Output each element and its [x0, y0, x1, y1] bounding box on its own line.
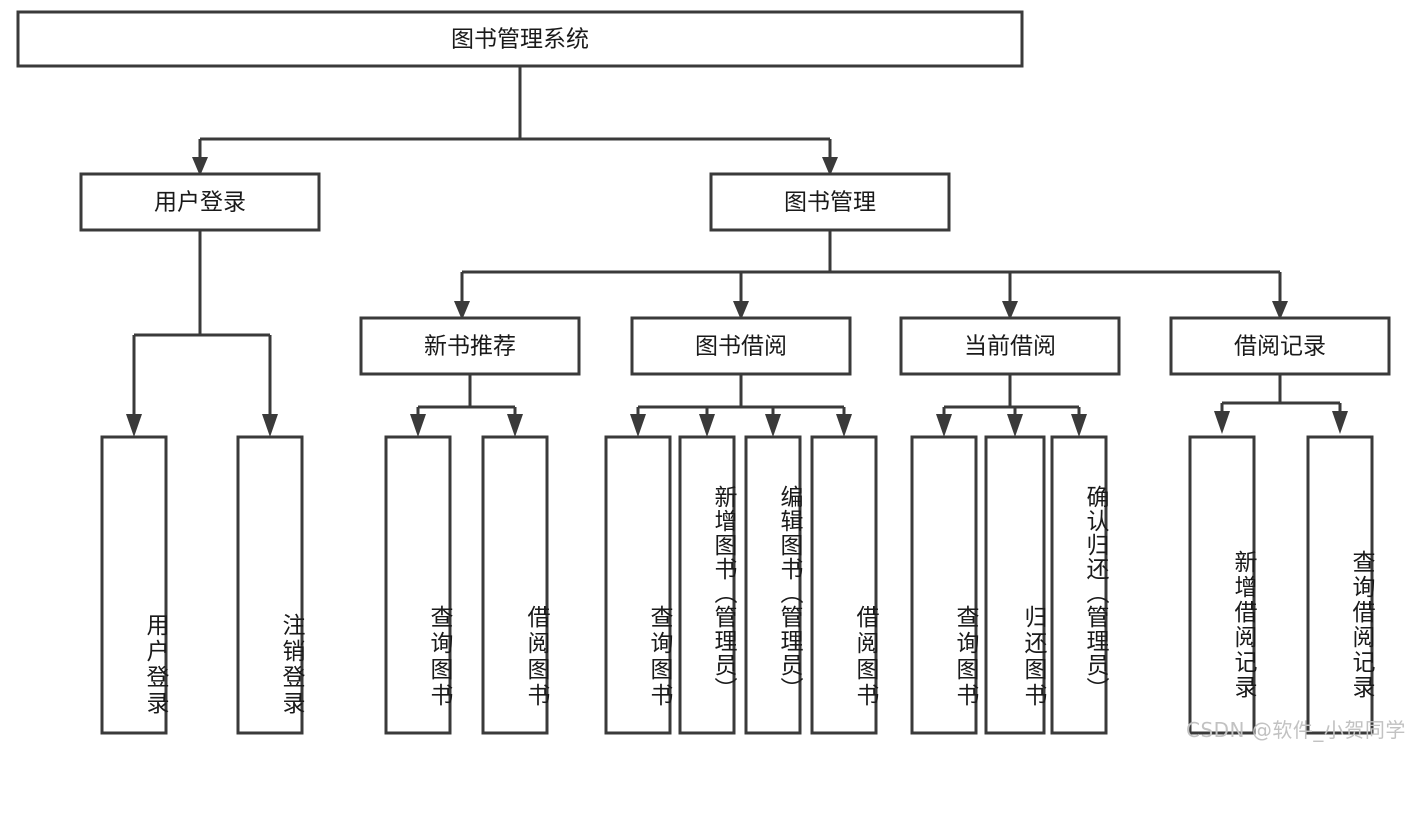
- node-label-user-login: 用户登录: [154, 190, 246, 216]
- node-box-leaf-return-book[interactable]: [984, 435, 1046, 735]
- node-box-book-manage[interactable]: [709, 172, 951, 232]
- node-box-leaf-confirm-return-admin[interactable]: [1050, 435, 1108, 735]
- arrowhead-new-book: [454, 301, 470, 320]
- tree-diagram-svg: 图书管理系统 用户登录 图书管理 新书推荐 图书借阅 当前借阅 借阅记录: [16, 10, 1391, 735]
- node-box-leaf-query-book-3[interactable]: [910, 435, 978, 735]
- node-box-root[interactable]: [16, 10, 1024, 68]
- arrowhead-leaf-query-book-3: [936, 414, 952, 437]
- node-box-layer: 图书管理系统 用户登录 图书管理 新书推荐 图书借阅 当前借阅 借阅记录: [16, 10, 1391, 735]
- arrowhead-leaf-query-book-2: [630, 414, 646, 437]
- arrowhead-leaf-add-book-admin: [699, 414, 715, 437]
- arrowhead-leaf-user-login: [126, 414, 142, 437]
- node-label-new-book-recommend: 新书推荐: [424, 334, 516, 360]
- node-box-new-book-recommend[interactable]: [359, 316, 581, 376]
- arrowhead-borrow-record: [1272, 301, 1288, 320]
- arrowhead-leaf-borrow-book-1: [507, 414, 523, 437]
- node-box-leaf-user-login[interactable]: [100, 435, 168, 735]
- node-box-leaf-add-book-admin[interactable]: [678, 435, 736, 735]
- node-box-leaf-add-borrow-record[interactable]: [1188, 435, 1256, 735]
- node-box-leaf-query-borrow-record[interactable]: [1306, 435, 1374, 735]
- node-box-leaf-borrow-book-2[interactable]: [810, 435, 878, 735]
- arrowhead-leaf-confirm-return-admin: [1071, 414, 1087, 437]
- arrowhead-leaf-query-book-1: [410, 414, 426, 437]
- arrowhead-leaf-edit-book-admin: [765, 414, 781, 437]
- arrowhead-layer: [126, 157, 1348, 437]
- arrowhead-leaf-query-borrow-record: [1332, 411, 1348, 434]
- node-box-current-borrow[interactable]: [899, 316, 1121, 376]
- flowchart-canvas: 图书管理系统 用户登录 图书管理 新书推荐 图书借阅 当前借阅 借阅记录: [16, 10, 1405, 742]
- node-box-leaf-edit-book-admin[interactable]: [744, 435, 802, 735]
- node-label-root: 图书管理系统: [451, 27, 589, 53]
- node-label-book-borrow: 图书借阅: [695, 334, 787, 360]
- arrowhead-leaf-add-borrow-record: [1214, 411, 1230, 434]
- csdn-watermark: CSDN @软件_小贺同学: [1186, 718, 1405, 742]
- node-box-leaf-query-book-1[interactable]: [384, 435, 452, 735]
- arrowhead-leaf-return-book: [1007, 414, 1023, 437]
- node-box-leaf-logout-login[interactable]: [236, 435, 304, 735]
- arrowhead-current-borrow: [1002, 301, 1018, 320]
- arrowhead-book-borrow: [733, 301, 749, 320]
- arrowhead-leaf-logout-login: [262, 414, 278, 437]
- arrowhead-user-login: [192, 157, 208, 176]
- node-label-book-manage: 图书管理: [784, 190, 876, 216]
- node-box-leaf-borrow-book-1[interactable]: [481, 435, 549, 735]
- node-box-leaf-query-book-2[interactable]: [604, 435, 672, 735]
- node-box-borrow-record[interactable]: [1169, 316, 1391, 376]
- arrowhead-leaf-borrow-book-2: [836, 414, 852, 437]
- node-box-user-login[interactable]: [79, 172, 321, 232]
- arrowhead-book-manage: [822, 157, 838, 176]
- node-label-borrow-record: 借阅记录: [1234, 334, 1326, 360]
- node-box-book-borrow[interactable]: [630, 316, 852, 376]
- node-label-current-borrow: 当前借阅: [964, 334, 1056, 360]
